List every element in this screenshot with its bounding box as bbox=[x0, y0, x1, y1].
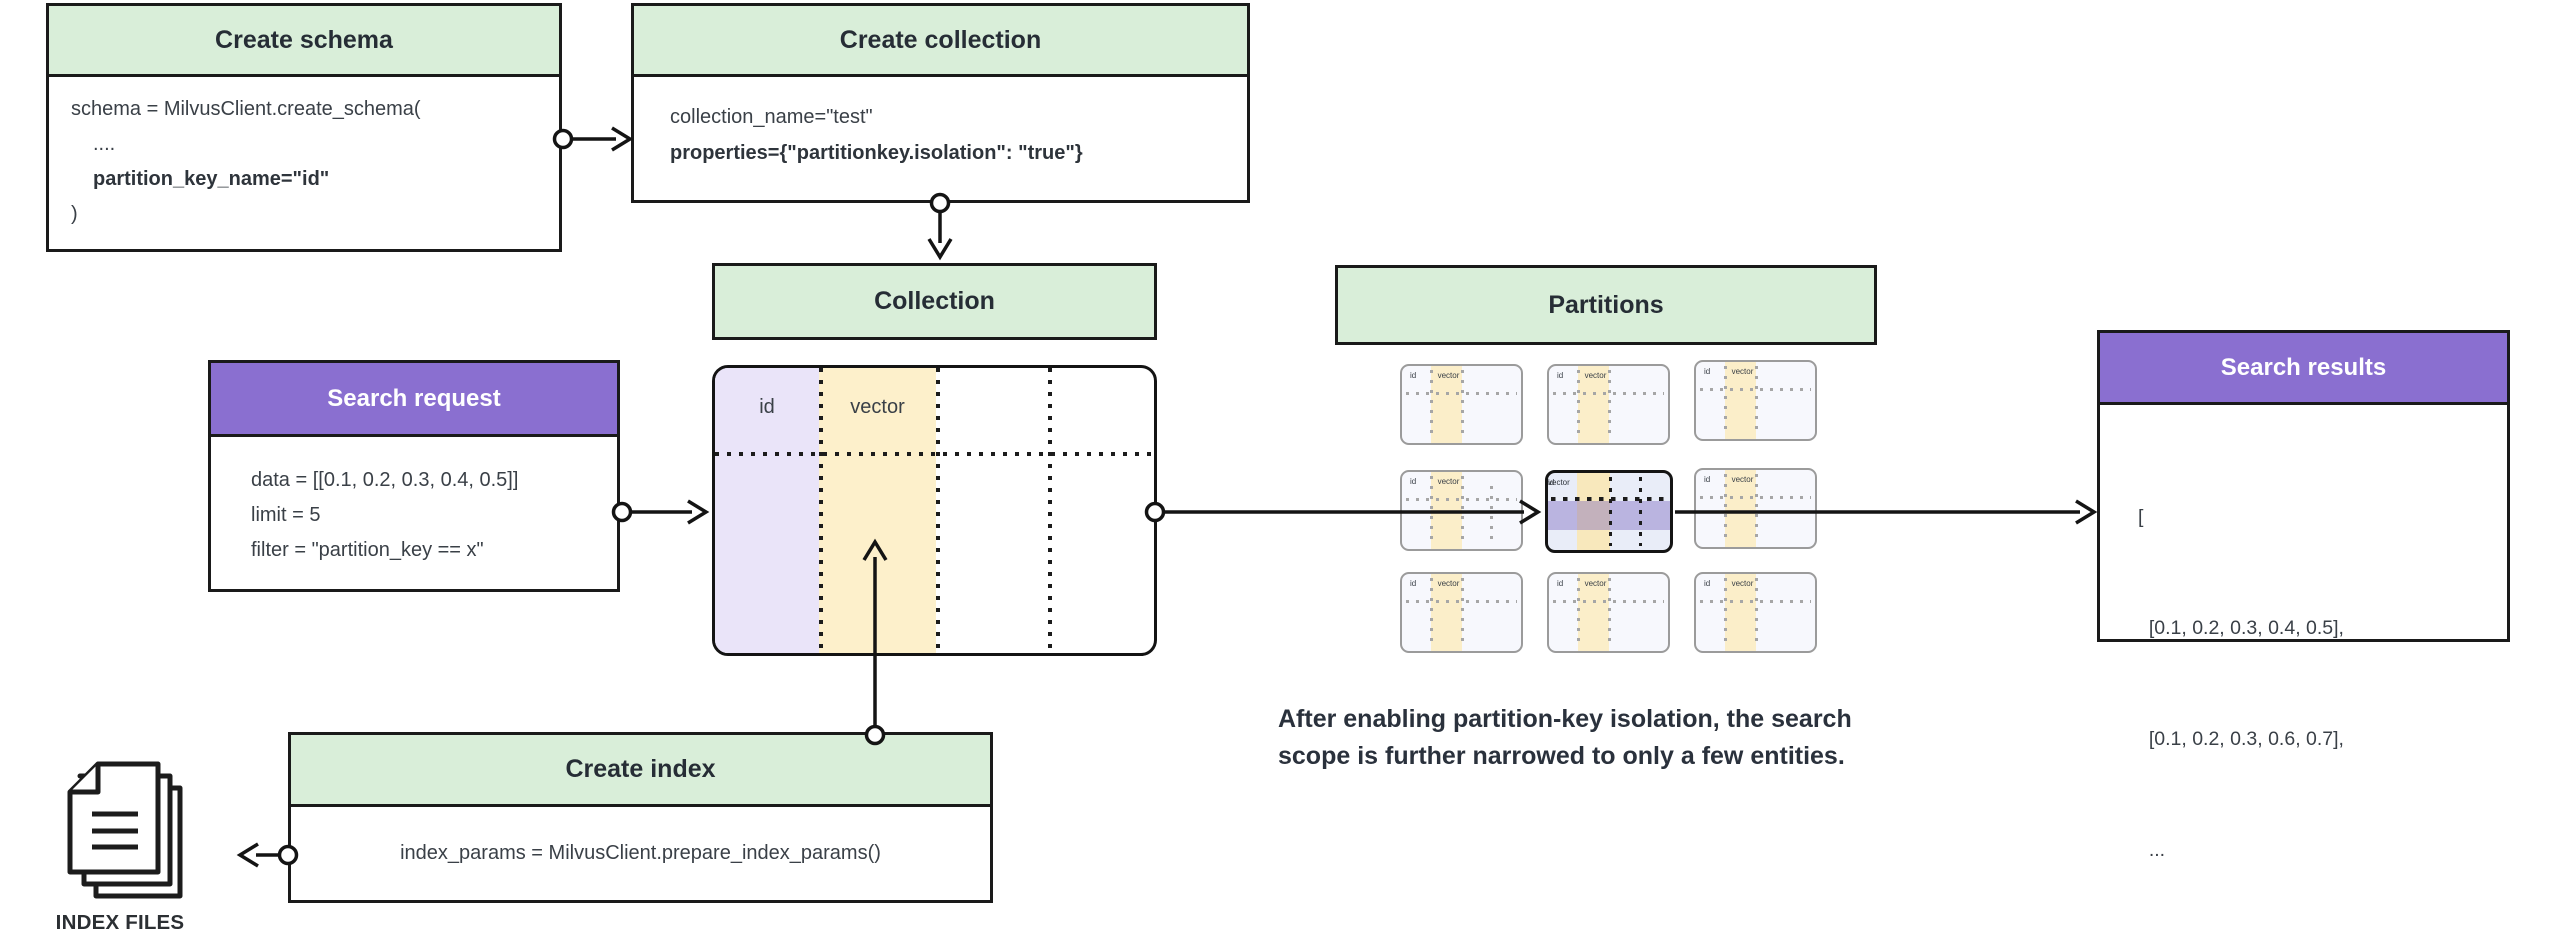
code-line: limit = 5 bbox=[251, 504, 321, 526]
code-line: collection_name="test" bbox=[670, 106, 873, 128]
partition-card: id vector bbox=[1694, 572, 1817, 653]
search-request-title: Search request bbox=[211, 363, 617, 437]
column-divider-dotted bbox=[936, 368, 940, 653]
id-column-fill bbox=[715, 368, 819, 653]
partition-card: id vector bbox=[1694, 360, 1817, 441]
search-results-content: [ [0.1, 0.2, 0.3, 0.4, 0.5], [0.1, 0.2, … bbox=[2100, 405, 2507, 944]
search-results-box: Search results [ [0.1, 0.2, 0.3, 0.4, 0.… bbox=[2097, 330, 2510, 861]
result-line: [0.1, 0.2, 0.3, 0.6, 0.7], bbox=[2138, 728, 2344, 750]
code-line: properties={"partitionkey.isolation": "t… bbox=[670, 142, 1083, 164]
partition-card: id vector bbox=[1547, 364, 1670, 445]
column-divider-dotted bbox=[1048, 368, 1052, 653]
code-line: schema = MilvusClient.create_schema( bbox=[71, 98, 421, 120]
create-index-title: Create index bbox=[291, 735, 990, 807]
partition-card: id vector bbox=[1400, 572, 1523, 653]
create-collection-title: Create collection bbox=[634, 6, 1247, 77]
row-divider-dotted bbox=[715, 452, 1154, 456]
partition-card: id vector bbox=[1400, 470, 1523, 551]
code-line: partition_key_name="id" bbox=[93, 168, 330, 190]
partition-card: id vector bbox=[1547, 572, 1670, 653]
collection-label: Collection bbox=[712, 263, 1157, 340]
code-line: filter = "partition_key == x" bbox=[251, 539, 484, 561]
create-index-box: Create index index_params = MilvusClient… bbox=[288, 732, 993, 903]
vector-stripe bbox=[1577, 473, 1610, 550]
caption-text: After enabling partition-key isolation, … bbox=[1278, 701, 1852, 775]
index-files-icon bbox=[67, 761, 183, 899]
search-request-box: Search request data = [[0.1, 0.2, 0.3, 0… bbox=[208, 360, 620, 592]
partition-card: id vector bbox=[1400, 364, 1523, 445]
create-collection-code: collection_name="test" properties={"part… bbox=[634, 77, 1247, 171]
vector-column-header: vector bbox=[850, 396, 905, 418]
vector-stripe bbox=[1725, 362, 1756, 439]
vector-stripe bbox=[1431, 366, 1462, 443]
caption-line: scope is further narrowed to only a few … bbox=[1278, 742, 1845, 770]
connector-schema-to-collection bbox=[552, 126, 634, 152]
create-schema-title: Create schema bbox=[49, 6, 559, 77]
caption-line: After enabling partition-key isolation, … bbox=[1278, 705, 1852, 733]
code-line: data = [[0.1, 0.2, 0.3, 0.4, 0.5]] bbox=[251, 469, 519, 491]
code-line: ) bbox=[71, 203, 78, 225]
vector-stripe bbox=[1725, 574, 1756, 651]
partition-card-highlighted: id vector bbox=[1545, 470, 1673, 553]
create-index-code: index_params = MilvusClient.prepare_inde… bbox=[400, 842, 881, 864]
result-line: [ bbox=[2138, 506, 2144, 528]
partition-card: id vector bbox=[1694, 468, 1817, 549]
column-divider-dotted bbox=[819, 368, 823, 653]
vector-stripe bbox=[1578, 366, 1609, 443]
result-line: ... bbox=[2138, 839, 2166, 861]
collection-table: id vector bbox=[712, 365, 1157, 656]
id-column-header: id bbox=[759, 396, 775, 418]
vector-stripe bbox=[1431, 574, 1462, 651]
vector-column-fill bbox=[819, 368, 936, 653]
code-line: .... bbox=[93, 133, 116, 155]
connector-request-to-table bbox=[611, 499, 710, 525]
search-request-code: data = [[0.1, 0.2, 0.3, 0.4, 0.5]] limit… bbox=[211, 437, 617, 568]
result-line: [0.1, 0.2, 0.3, 0.4, 0.5], bbox=[2138, 617, 2344, 639]
connector-collection-to-label bbox=[927, 192, 953, 261]
vector-stripe bbox=[1578, 574, 1609, 651]
index-files-label: INDEX FILES bbox=[55, 911, 185, 934]
create-schema-code: schema = MilvusClient.create_schema( ...… bbox=[49, 77, 559, 232]
search-results-title: Search results bbox=[2100, 333, 2507, 405]
create-schema-box: Create schema schema = MilvusClient.crea… bbox=[46, 3, 562, 252]
vector-stripe bbox=[1725, 470, 1756, 547]
partitions-label: Partitions bbox=[1335, 265, 1877, 345]
create-collection-box: Create collection collection_name="test"… bbox=[631, 3, 1250, 203]
